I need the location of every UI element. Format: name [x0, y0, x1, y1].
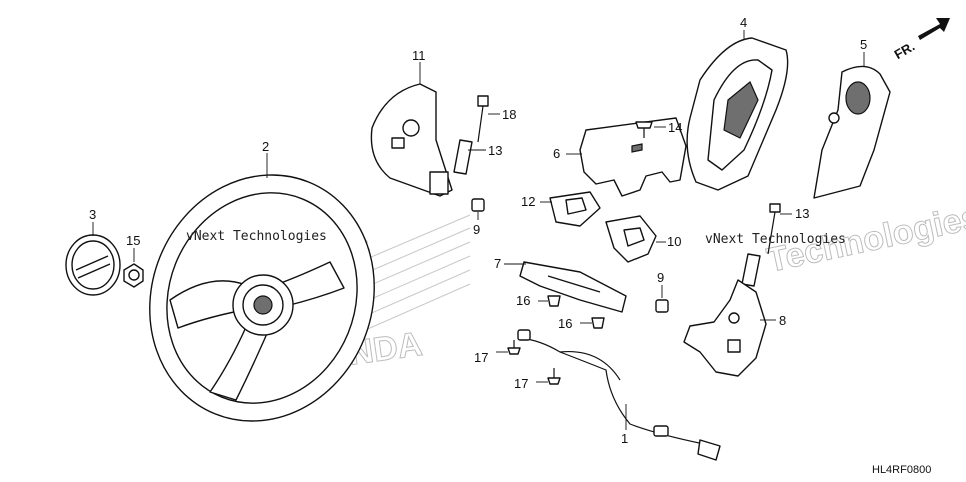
bolt-lower-a	[496, 340, 521, 355]
callout-13-left: 13	[488, 143, 502, 158]
sleeve-right	[741, 253, 761, 287]
callout-10: 10	[667, 234, 681, 249]
callout-9-left: 9	[473, 222, 480, 237]
spring-right	[655, 285, 669, 313]
front-direction-arrow: FR.	[892, 18, 950, 62]
callout-17-upper: 17	[474, 350, 488, 365]
left-switch-housing	[370, 62, 453, 197]
horn-emblem-cap	[65, 222, 121, 296]
bolt-lower-b	[536, 368, 561, 385]
callout-13-right: 13	[795, 206, 809, 221]
callout-4: 4	[740, 15, 747, 30]
callout-12: 12	[521, 194, 535, 209]
watermark-text-right: vNext Technologies	[705, 232, 846, 247]
callout-7: 7	[494, 256, 501, 271]
callout-3: 3	[89, 207, 96, 222]
left-bracket	[540, 191, 601, 227]
sleeve-left	[453, 139, 486, 175]
diagram-code: HL4RF0800	[872, 464, 931, 476]
callout-11: 11	[412, 48, 426, 63]
callout-18: 18	[502, 107, 516, 122]
center-cover	[686, 30, 789, 191]
spring-left	[471, 198, 485, 220]
callout-16-lower: 16	[558, 316, 572, 331]
watermark-text-left: vNext Technologies	[186, 229, 327, 244]
screw	[635, 121, 666, 138]
upper-column-cover	[566, 117, 687, 197]
steering-wheel	[149, 153, 375, 422]
clip-upper	[538, 295, 561, 307]
callout-17-lower: 17	[514, 376, 528, 391]
lower-rail	[504, 261, 627, 313]
callout-2: 2	[262, 139, 269, 154]
nut	[123, 248, 144, 288]
right-cover	[813, 52, 891, 199]
right-bracket	[605, 215, 666, 263]
direction-label: FR.	[892, 39, 918, 62]
callout-8: 8	[779, 313, 786, 328]
bolt-left	[477, 95, 500, 143]
callout-5: 5	[860, 37, 867, 52]
clip-lower	[580, 317, 605, 329]
callout-14: 14	[668, 120, 682, 135]
callout-15: 15	[126, 233, 140, 248]
callout-6: 6	[553, 146, 560, 161]
callout-1: 1	[621, 431, 628, 446]
right-switch-housing	[683, 279, 776, 377]
bolt-right	[767, 203, 792, 255]
wire-harness	[517, 329, 721, 461]
callout-16-upper: 16	[516, 293, 530, 308]
callout-9-right: 9	[657, 270, 664, 285]
